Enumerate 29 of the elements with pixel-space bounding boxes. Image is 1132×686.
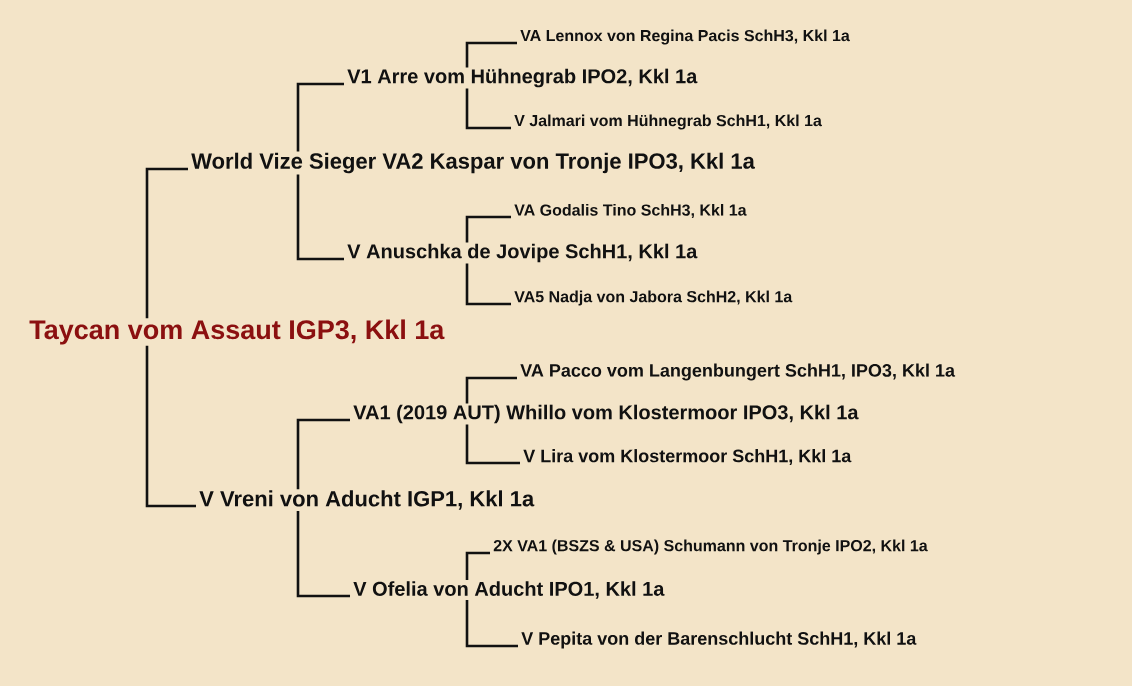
dog-name: V Ofelia von Aducht IPO1, Kkl 1a: [353, 581, 665, 599]
pedigree-connector: [465, 88, 511, 130]
pedigree-connector: [465, 600, 518, 648]
dog-name: 2X VA1 (BSZS & USA) Schumann von Tronje IPO2, Kkl 1a: [493, 539, 928, 555]
dog-name: VA Godalis Tino SchH3, Kkl 1a: [514, 203, 747, 219]
dog-name: V Jalmari vom Hühnegrab SchH1, Kkl 1a: [514, 114, 822, 130]
pedigree-connector: [465, 215, 511, 243]
pedigree-connector: [465, 41, 517, 68]
dog-name: World Vize Sieger VA2 Kaspar von Tronje IPO3, Kkl 1a: [191, 152, 755, 174]
dog-name: V Anuschka de Jovipe SchH1, Kkl 1a: [347, 243, 698, 263]
title-dog-name: Taycan vom Assaut IGP3, Kkl 1a: [29, 319, 445, 345]
pedigree-connector: [296, 82, 344, 152]
dog-name: VA Lennox von Regina Pacis SchH3, Kkl 1a: [520, 29, 850, 45]
pedigree-connector: [465, 424, 520, 465]
pedigree-connector: [465, 376, 517, 404]
pedigree-connector: [465, 263, 511, 306]
pedigree-connector: [296, 418, 350, 490]
dog-name: V Lira vom Klostermoor SchH1, Kkl 1a: [523, 449, 852, 465]
dog-name: VA1 (2019 AUT) Whillo vom Klostermoor IPO3, Kkl 1a: [353, 404, 859, 424]
pedigree-connector: [145, 345, 196, 508]
pedigree-connector: [465, 551, 490, 580]
pedigree-connector: [296, 174, 344, 261]
dog-name: V Pepita von der Barenschlucht SchH1, Kkl 1a: [521, 631, 917, 649]
pedigree-connector: [145, 167, 188, 319]
dog-name: V Vreni von Aducht IGP1, Kkl 1a: [199, 490, 535, 510]
dog-name: VA5 Nadja von Jabora SchH2, Kkl 1a: [514, 290, 793, 306]
dog-name: V1 Arre vom Hühnegrab IPO2, Kkl 1a: [347, 68, 698, 88]
pedigree-connector: [296, 510, 350, 598]
dog-name: VA Pacco vom Langenbungert SchH1, IPO3, Kkl 1a: [520, 363, 956, 381]
